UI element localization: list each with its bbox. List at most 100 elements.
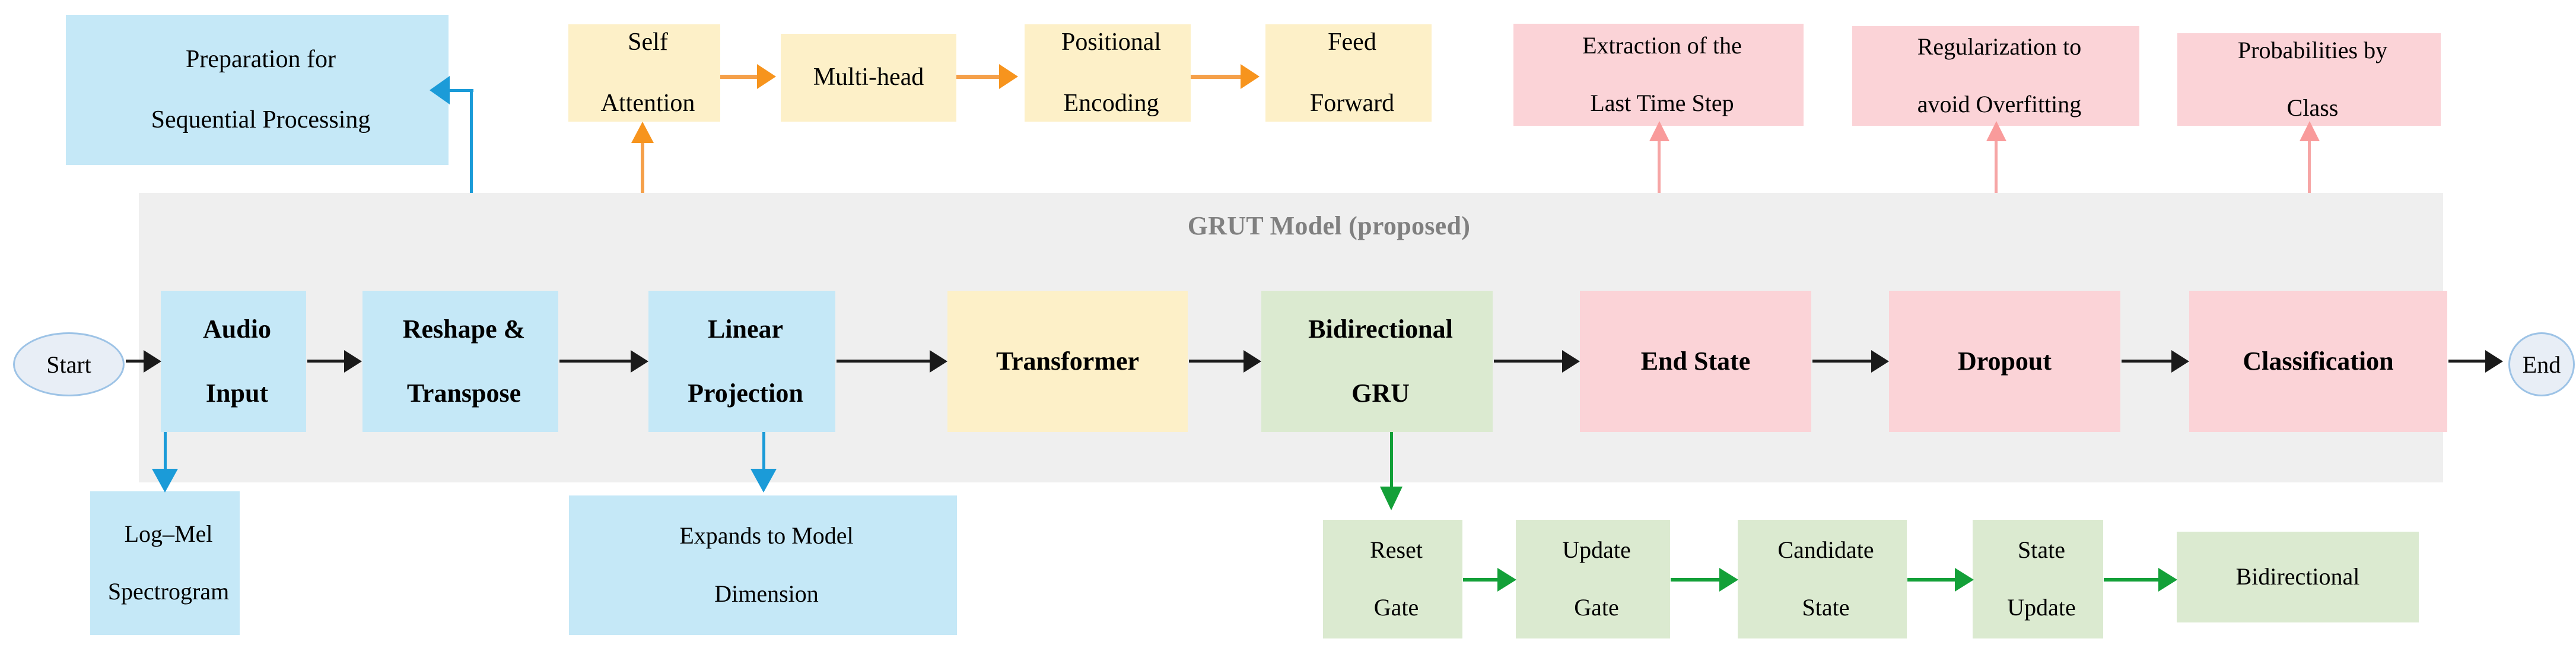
detail-box-self-attention: Self Attention: [568, 24, 720, 122]
detail-box-update-gate: Update Gate: [1516, 520, 1670, 638]
arrow-state-update-to-bidirectional-head: [2158, 568, 2177, 592]
bidirectional-gru-line1: Bidirectional: [1308, 314, 1453, 344]
update-gate-line2: Gate: [1574, 594, 1619, 621]
annotation-log-mel-line2: Spectrogram: [107, 578, 230, 605]
positional-encoding-line1: Positional: [1061, 28, 1162, 56]
node-audio-input[interactable]: Audio Input: [161, 291, 306, 432]
arrow-gru-to-end-state-head: [1562, 350, 1580, 373]
arrow-linear-to-expands-shaft: [762, 432, 765, 472]
arrow-dropout-to-classification-head: [2171, 350, 2189, 373]
reshape-transpose-line1: Reshape &: [402, 314, 526, 344]
grut-model-title: GRUT Model (proposed): [1187, 211, 1471, 240]
arrow-audio-input-to-log-mel-shaft: [164, 432, 167, 472]
multi-head-label: Multi-head: [813, 63, 924, 91]
reset-gate-line2: Gate: [1373, 594, 1419, 621]
annotation-probabilities: Probabilities by Class: [2177, 33, 2441, 126]
audio-input-line2: Input: [205, 378, 269, 408]
arrow-classification-to-end-head: [2485, 350, 2503, 373]
positional-encoding-line2: Encoding: [1063, 89, 1159, 117]
arrow-reset-to-update-shaft: [1463, 578, 1497, 582]
arrow-linear-to-transformer-head: [930, 350, 947, 373]
arrow-reshape-to-preparation-head: [430, 76, 450, 104]
detail-box-positional-encoding: Positional Encoding: [1025, 24, 1191, 122]
terminator-end: End: [2508, 332, 2575, 396]
annotation-extraction-line2: Last Time Step: [1590, 90, 1734, 117]
update-gate-line1: Update: [1562, 536, 1631, 563]
terminator-end-label: End: [2522, 351, 2561, 378]
arrow-state-update-to-bidirectional-shaft: [2104, 578, 2158, 582]
detail-box-multi-head: Multi-head: [781, 34, 956, 122]
arrow-linear-to-expands-head: [750, 469, 777, 493]
feed-forward-line2: Forward: [1309, 89, 1395, 117]
reset-gate-line1: Reset: [1370, 536, 1423, 563]
annotation-regularization: Regularization to avoid Overfitting: [1852, 26, 2139, 126]
end-state-label: End State: [1640, 347, 1751, 376]
arrow-audio-input-to-log-mel-head: [152, 469, 178, 493]
detail-box-feed-forward: Feed Forward: [1265, 24, 1432, 122]
arrow-reshape-to-preparation-connector: [450, 89, 473, 92]
arrow-transformer-to-gru-shaft: [1189, 360, 1244, 363]
arrow-multi-head-to-positional-shaft: [956, 75, 999, 79]
arrow-dropout-to-classification-shaft: [2122, 360, 2171, 363]
node-transformer[interactable]: Transformer: [947, 291, 1188, 432]
arrow-update-to-candidate-head: [1719, 568, 1738, 592]
arrow-reset-to-update-head: [1497, 568, 1516, 592]
arrow-positional-to-feed-forward-head: [1241, 64, 1260, 89]
candidate-state-line1: Candidate: [1777, 536, 1874, 563]
annotation-preparation-line2: Sequential Processing: [151, 106, 371, 134]
arrow-classification-to-probabilities-head: [2300, 121, 2320, 141]
annotation-expands-line2: Dimension: [714, 580, 819, 607]
annotation-preparation-line1: Preparation for: [185, 45, 336, 73]
bidirectional-label: Bidirectional: [2235, 563, 2360, 590]
arrow-gru-to-reset-gate-head: [1380, 487, 1403, 510]
state-update-line1: State: [2018, 536, 2065, 563]
arrow-transformer-to-self-attention-head: [631, 122, 654, 143]
audio-input-line1: Audio: [203, 314, 271, 344]
arrow-update-to-candidate-shaft: [1671, 578, 1719, 582]
annotation-expands-line1: Expands to Model: [679, 522, 854, 549]
arrow-end-state-to-dropout-head: [1871, 350, 1889, 373]
arrow-multi-head-to-positional-head: [999, 64, 1018, 89]
arrow-audio-input-to-reshape-head: [344, 350, 362, 373]
annotation-regularization-line2: avoid Overfitting: [1917, 91, 2082, 118]
annotation-extraction: Extraction of the Last Time Step: [1513, 24, 1804, 126]
arrow-gru-to-end-state-shaft: [1494, 360, 1562, 363]
arrow-candidate-to-state-update-shaft: [1907, 578, 1955, 582]
feed-forward-line1: Feed: [1328, 28, 1376, 56]
node-classification[interactable]: Classification: [2189, 291, 2447, 432]
bidirectional-gru-line2: GRU: [1351, 378, 1410, 408]
annotation-expands: Expands to Model Dimension: [569, 495, 957, 635]
node-dropout[interactable]: Dropout: [1889, 291, 2120, 432]
detail-box-bidirectional: Bidirectional: [2177, 532, 2419, 622]
self-attention-line1: Self: [628, 28, 668, 56]
annotation-log-mel: Log–Mel Spectrogram: [90, 491, 240, 635]
arrow-audio-input-to-reshape-shaft: [307, 360, 344, 363]
detail-box-state-update: State Update: [1973, 520, 2103, 638]
arrow-reshape-to-linear-head: [631, 350, 648, 373]
node-bidirectional-gru[interactable]: Bidirectional GRU: [1261, 291, 1493, 432]
annotation-preparation: Preparation for Sequential Processing: [66, 15, 449, 165]
terminator-start: Start: [13, 332, 125, 396]
annotation-regularization-line1: Regularization to: [1917, 33, 2082, 60]
linear-projection-line1: Linear: [707, 314, 784, 344]
arrow-end-state-to-dropout-shaft: [1812, 360, 1871, 363]
arrow-self-attention-to-multi-head-shaft: [720, 75, 757, 79]
detail-box-candidate-state: Candidate State: [1738, 520, 1907, 638]
arrow-dropout-to-regularization-head: [1986, 121, 2006, 141]
node-reshape-transpose[interactable]: Reshape & Transpose: [362, 291, 558, 432]
reshape-transpose-line2: Transpose: [406, 378, 521, 408]
transformer-label: Transformer: [996, 347, 1140, 376]
arrow-positional-to-feed-forward-shaft: [1191, 75, 1241, 79]
node-linear-projection[interactable]: Linear Projection: [648, 291, 835, 432]
state-update-line2: Update: [2007, 594, 2076, 621]
arrow-transformer-to-gru-head: [1244, 350, 1261, 373]
annotation-probabilities-line2: Class: [2286, 94, 2339, 122]
linear-projection-line2: Projection: [688, 378, 803, 408]
arrow-end-state-to-extraction-head: [1649, 121, 1669, 141]
classification-label: Classification: [2243, 347, 2394, 376]
terminator-start-label: Start: [46, 351, 91, 378]
node-end-state[interactable]: End State: [1580, 291, 1811, 432]
annotation-extraction-line1: Extraction of the: [1582, 31, 1742, 59]
detail-box-reset-gate: Reset Gate: [1323, 520, 1462, 638]
